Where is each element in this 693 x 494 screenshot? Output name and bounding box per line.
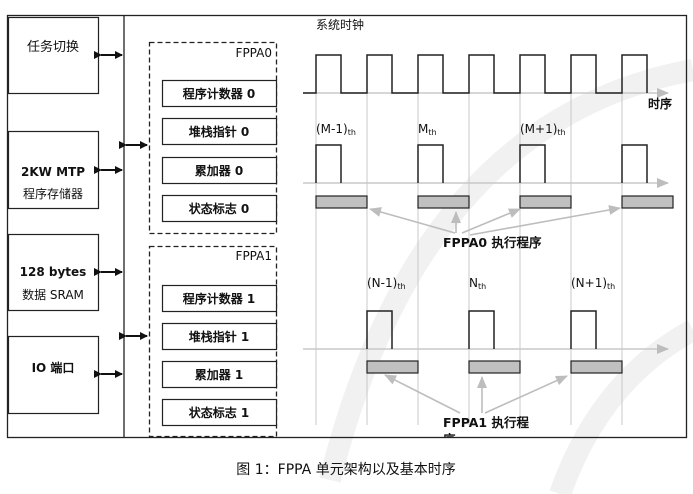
register-box: 累加器 0 bbox=[161, 156, 278, 185]
block-label: 128 bytes bbox=[20, 265, 87, 279]
fppa0-unit: FPPA0 程序计数器 0 堆栈指针 0 累加器 0 状态标志 0 bbox=[148, 41, 278, 235]
register-label: 累加器 1 bbox=[195, 367, 244, 382]
slot-suffix: th bbox=[478, 282, 486, 291]
fppa0-slot-label: (M+1)th bbox=[520, 122, 566, 137]
slot-suffix: th bbox=[607, 282, 615, 291]
pointer-arrow bbox=[469, 205, 621, 236]
fppa0-exec-bar bbox=[621, 195, 674, 209]
register-label: 堆栈指针 1 bbox=[189, 329, 250, 344]
fppa0-exec-bar bbox=[417, 195, 470, 209]
pointer-arrow bbox=[461, 208, 521, 234]
register-box: 堆栈指针 0 bbox=[161, 117, 278, 146]
fppa1-exec-label-overflow: 序 bbox=[443, 432, 456, 447]
clock-waveform bbox=[303, 54, 648, 94]
fppa0-pulse bbox=[519, 144, 546, 183]
pointer-arrow bbox=[384, 374, 461, 414]
block-sublabel: 数据 SRAM bbox=[22, 287, 84, 302]
register-label: 程序计数器 0 bbox=[183, 86, 256, 101]
fppa1-exec-bar bbox=[468, 360, 521, 374]
fppa0-exec-bar bbox=[519, 195, 572, 209]
block-data-sram: 128 bytes 数据 SRAM bbox=[7, 233, 100, 312]
time-axis-label: 时序 bbox=[648, 96, 672, 111]
register-box: 累加器 1 bbox=[161, 360, 278, 389]
fppa1-exec-bar bbox=[570, 360, 623, 374]
fppa1-pulse bbox=[366, 310, 393, 349]
pointer-arrow bbox=[484, 375, 568, 414]
fppa1-slot-label: (N+1)th bbox=[571, 276, 615, 291]
slot-name: N bbox=[469, 276, 478, 290]
register-label: 程序计数器 1 bbox=[183, 291, 256, 306]
fppa0-slot-label: Mth bbox=[418, 122, 437, 137]
register-label: 堆栈指针 0 bbox=[189, 124, 250, 139]
slot-suffix: th bbox=[557, 128, 565, 137]
register-box: 状态标志 1 bbox=[161, 398, 278, 427]
slot-suffix: th bbox=[348, 128, 356, 137]
fppa0-slot-label: (M-1)th bbox=[316, 122, 356, 137]
outer-frame bbox=[6, 14, 688, 439]
register-box: 程序计数器 1 bbox=[161, 284, 278, 313]
register-box: 堆栈指针 1 bbox=[161, 322, 278, 351]
fppa1-exec-label: FPPA1 执行程 bbox=[443, 415, 529, 430]
fppa1-slot-label: Nth bbox=[469, 276, 486, 291]
register-label: 累加器 0 bbox=[195, 163, 244, 178]
clock-label: 系统时钟 bbox=[316, 17, 364, 32]
fppa1-pulse bbox=[468, 310, 495, 349]
register-label: 状态标志 1 bbox=[189, 405, 250, 420]
fppa1-unit: FPPA1 程序计数器 1 堆栈指针 1 累加器 1 状态标志 1 bbox=[148, 245, 278, 438]
slot-name: (M+1) bbox=[520, 122, 557, 136]
block-sublabel: 程序存储器 bbox=[23, 186, 83, 201]
slot-name: M bbox=[418, 122, 428, 136]
slot-name: (N+1) bbox=[571, 276, 607, 290]
fppa1-exec-bar bbox=[366, 360, 419, 374]
slot-name: (M-1) bbox=[316, 122, 348, 136]
register-box: 程序计数器 0 bbox=[161, 79, 278, 108]
register-label: 状态标志 0 bbox=[189, 201, 250, 216]
fppa1-title: FPPA1 bbox=[236, 249, 272, 263]
block-io-port: IO 端口 bbox=[7, 335, 100, 415]
slot-name: (N-1) bbox=[367, 276, 397, 290]
fppa0-exec-bar bbox=[315, 195, 368, 209]
fppa1-slot-label: (N-1)th bbox=[367, 276, 406, 291]
block-task-switch: 任务切换 bbox=[7, 16, 100, 95]
fppa1-pulse bbox=[570, 310, 597, 349]
fppa0-pulse bbox=[417, 144, 444, 183]
block-label: IO 端口 bbox=[32, 360, 75, 375]
fppa0-pulse bbox=[621, 144, 648, 183]
bidirectional-arrows bbox=[94, 51, 148, 378]
pointer-arrow bbox=[369, 207, 456, 234]
block-program-memory: 2KW MTP 程序存储器 bbox=[7, 130, 100, 210]
slot-suffix: th bbox=[428, 128, 436, 137]
fppa0-pulse bbox=[315, 144, 342, 183]
fppa0-title: FPPA0 bbox=[236, 46, 272, 60]
slot-suffix: th bbox=[397, 282, 405, 291]
block-label: 任务切换 bbox=[27, 39, 79, 55]
figure-caption: 图 1：FPPA 单元架构以及基本时序 bbox=[236, 461, 455, 478]
fppa0-exec-label: FPPA0 执行程序 bbox=[443, 235, 542, 250]
register-box: 状态标志 0 bbox=[161, 194, 278, 223]
block-label: 2KW MTP bbox=[21, 165, 85, 179]
